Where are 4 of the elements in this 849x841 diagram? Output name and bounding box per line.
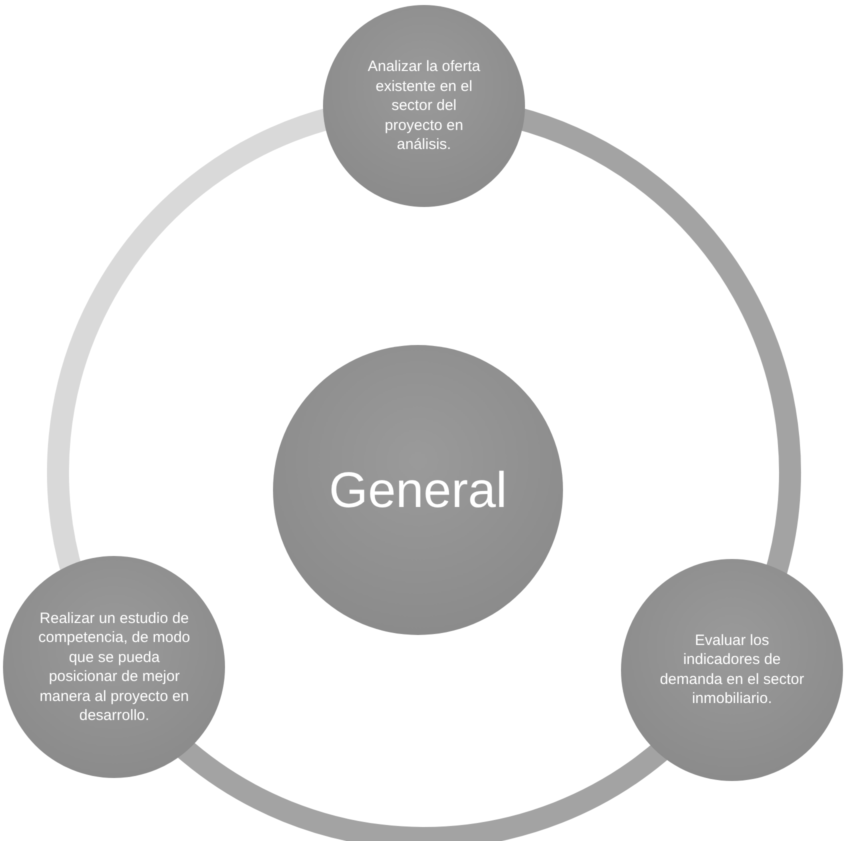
node-text: Analizar la oferta existente en el sector del proyecto en análisis. <box>366 57 482 155</box>
node-text: Realizar un estudio de competencia, de modo que se pueda posicionar de mejor manera al proyecto en desarrollo. <box>37 608 192 726</box>
node-text: General <box>329 460 507 520</box>
node-text: Evaluar los indicadores de demanda en el sector inmobiliario. <box>658 630 805 709</box>
